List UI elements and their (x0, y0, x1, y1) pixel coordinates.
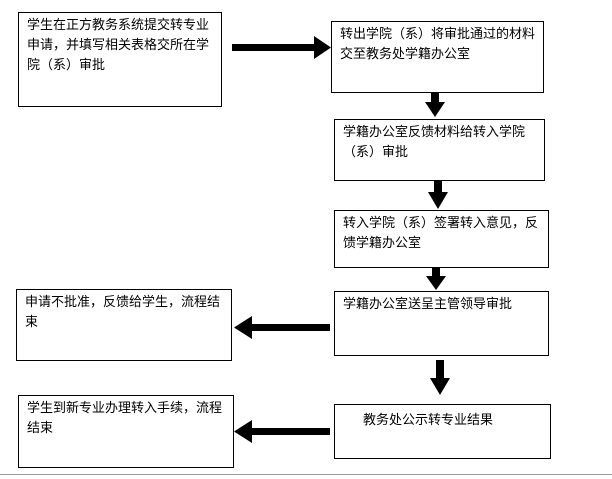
arrow-step4-to-step5 (426, 268, 446, 290)
step-submit-application: 学生在正方教务系统提交转专业申请，并填写相关表格交所在学院（系）审批 (18, 12, 222, 107)
step-receiving-college-approval: 转入学院（系）签署转入意见，反馈学籍办公室 (334, 210, 549, 268)
arrow-publish-to-completed (234, 420, 330, 443)
arrow-step2-to-step3 (425, 92, 445, 117)
step-transfer-materials: 转出学院（系）将审批通过的材料交至教务处学籍办公室 (331, 21, 544, 93)
arrow-step3-to-step4 (428, 181, 448, 209)
bottom-rule (0, 474, 612, 475)
outcome-completed: 学生到新专业办理转入手续，流程结束 (18, 395, 234, 468)
step-feedback-to-receiving-college: 学籍办公室反馈材料给转入学院（系）审批 (334, 119, 545, 181)
outcome-rejected: 申请不批准，反馈给学生，流程结束 (16, 289, 232, 361)
arrow-step5-to-rejected (234, 316, 330, 339)
arrow-step1-to-step2 (232, 36, 331, 59)
step-publish-result: 教务处公示转专业结果 (334, 404, 551, 459)
arrow-step5-to-publish (430, 360, 450, 395)
step-leader-approval: 学籍办公室送呈主管领导审批 (334, 291, 549, 356)
